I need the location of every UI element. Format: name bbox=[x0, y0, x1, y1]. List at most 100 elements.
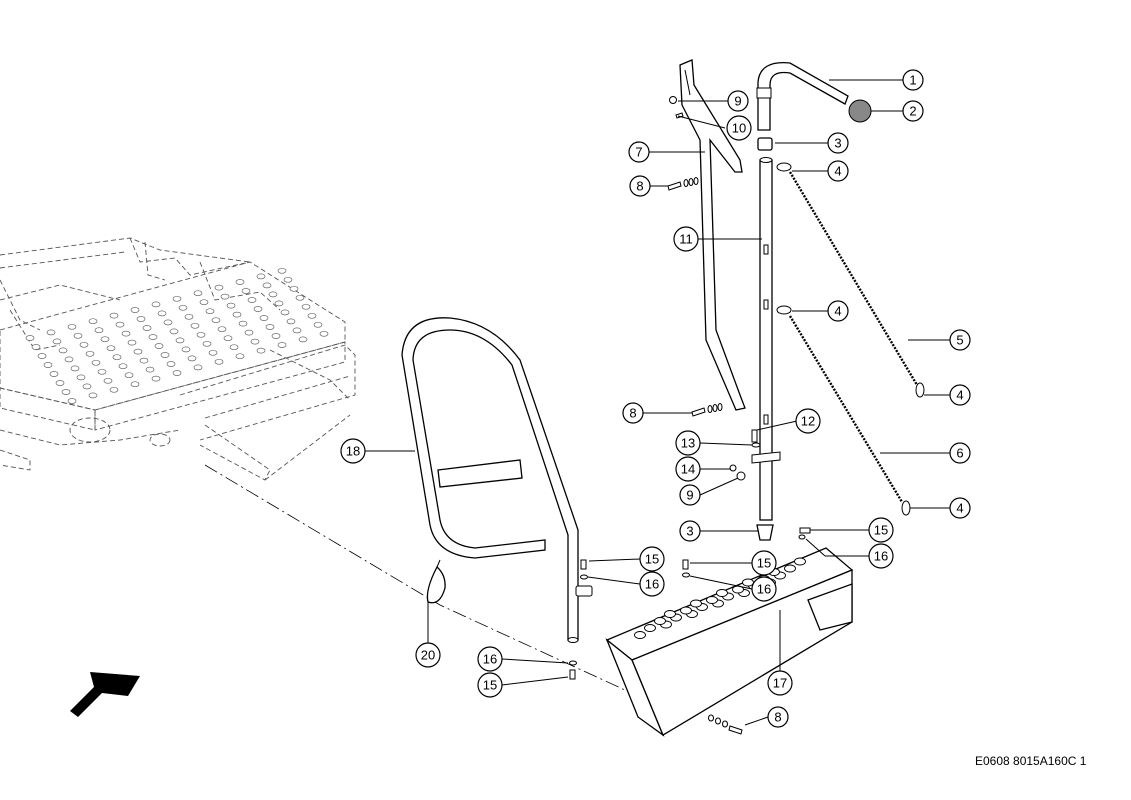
svg-text:8: 8 bbox=[629, 406, 636, 421]
ghost-deck-hole bbox=[187, 355, 197, 362]
ghost-deck-hole bbox=[313, 321, 323, 328]
ghost-deck-hole bbox=[244, 329, 254, 336]
step-hole bbox=[742, 578, 754, 587]
ghost-deck-holes bbox=[25, 267, 329, 404]
ghost-deck-hole bbox=[319, 330, 329, 337]
upright-tube bbox=[751, 157, 781, 521]
ghost-deck-hole bbox=[280, 309, 290, 316]
ghost-deck-hole bbox=[178, 304, 188, 311]
ghost-deck-hole bbox=[43, 362, 53, 368]
ghost-deck-hole bbox=[145, 366, 155, 373]
svg-text:11: 11 bbox=[679, 232, 693, 247]
ghost-deck-hole bbox=[217, 326, 227, 333]
plug-top bbox=[757, 137, 773, 151]
callout-10: 10 bbox=[726, 115, 752, 141]
ghost-deck-hole bbox=[118, 363, 128, 370]
assembly-axis-line bbox=[204, 464, 626, 691]
svg-text:6: 6 bbox=[956, 446, 963, 461]
callout-4-b: 4 bbox=[827, 300, 849, 322]
svg-text:15: 15 bbox=[645, 552, 659, 567]
svg-text:9: 9 bbox=[686, 488, 693, 503]
svg-text:20: 20 bbox=[421, 648, 435, 663]
step-hole bbox=[680, 606, 692, 615]
ghost-deck-hole bbox=[142, 325, 152, 331]
callout-8-top: 8 bbox=[629, 175, 651, 197]
ghost-deck-hole bbox=[73, 332, 83, 339]
ghost-deck-hole bbox=[133, 348, 143, 355]
callout-4-c: 4 bbox=[949, 384, 971, 406]
callout-12: 12 bbox=[795, 408, 821, 434]
callout-5: 5 bbox=[949, 329, 971, 351]
svg-text:4: 4 bbox=[834, 164, 841, 179]
ghost-deck-hole bbox=[112, 354, 122, 361]
ghost-deck-hole bbox=[55, 380, 65, 386]
ghost-deck-hole bbox=[172, 295, 182, 302]
ghost-deck-hole bbox=[274, 300, 284, 307]
hand-rail-loop bbox=[401, 317, 593, 643]
ghost-deck-hole bbox=[88, 318, 98, 325]
ghost-deck-hole bbox=[151, 375, 161, 382]
ghost-deck-hole bbox=[94, 327, 104, 334]
svg-text:17: 17 bbox=[773, 676, 787, 691]
ghost-deck-hole bbox=[301, 303, 311, 310]
ghost-deck-hole bbox=[136, 316, 146, 322]
callout-16-d: 16 bbox=[477, 646, 503, 672]
ghost-deck-hole bbox=[202, 340, 212, 347]
ghost-deck-hole bbox=[49, 371, 59, 377]
ghost-deck-hole bbox=[181, 346, 191, 353]
ghost-deck-hole bbox=[223, 335, 233, 342]
step-hole bbox=[716, 589, 728, 597]
ghost-deck-hole bbox=[226, 302, 236, 309]
ghost-deck-hole bbox=[193, 290, 203, 297]
ghost-deck-hole bbox=[235, 279, 245, 285]
ghost-deck-hole bbox=[64, 356, 74, 363]
svg-text:18: 18 bbox=[346, 444, 360, 459]
svg-text:16: 16 bbox=[757, 582, 771, 597]
ghost-deck-hole bbox=[229, 344, 239, 351]
callout-4-d: 4 bbox=[949, 497, 971, 519]
ghost-deck-hole bbox=[151, 301, 161, 308]
svg-text:15: 15 bbox=[874, 523, 888, 538]
ghost-deck-hole bbox=[70, 365, 80, 372]
callouts: 1 2 3 3 4 4 4 4 5 6 7 8 8 8 9 9 10 11 12… bbox=[340, 69, 971, 728]
ghost-deck-hole bbox=[166, 361, 176, 367]
ghost-deck-hole bbox=[283, 276, 293, 283]
ghost-deck-hole bbox=[115, 321, 125, 328]
ghost-deck-hole bbox=[79, 341, 89, 348]
ghost-deck-hole bbox=[154, 343, 164, 349]
ghost-deck-hole bbox=[214, 284, 224, 291]
leader-lines bbox=[365, 79, 950, 726]
callout-15-a: 15 bbox=[868, 517, 894, 543]
callout-16-b: 16 bbox=[639, 571, 665, 597]
svg-text:14: 14 bbox=[681, 462, 695, 477]
callout-8-middle: 8 bbox=[622, 402, 644, 424]
ghost-deck-hole bbox=[238, 320, 248, 327]
ghost-deck-hole bbox=[277, 267, 287, 274]
ghost-deck-hole bbox=[295, 294, 305, 301]
drawing-reference-code: E0608 8015A160C 1 bbox=[975, 754, 1087, 768]
ghost-deck-hole bbox=[205, 308, 215, 315]
ghost-deck-hole bbox=[256, 347, 266, 354]
callout-17: 17 bbox=[767, 670, 793, 696]
callout-15-c: 15 bbox=[751, 550, 777, 576]
ghost-deck-hole bbox=[193, 364, 203, 371]
ghost-deck-hole bbox=[124, 372, 134, 379]
svg-text:16: 16 bbox=[874, 549, 888, 564]
ghost-deck-hole bbox=[91, 359, 101, 366]
step-hole bbox=[794, 557, 806, 566]
svg-text:8: 8 bbox=[774, 710, 781, 725]
callout-7: 7 bbox=[628, 141, 650, 163]
callout-16-a: 16 bbox=[868, 543, 894, 569]
callout-20: 20 bbox=[415, 642, 441, 668]
ghost-deck-hole bbox=[37, 353, 47, 359]
svg-text:10: 10 bbox=[732, 121, 746, 136]
ghost-deck-hole bbox=[130, 381, 140, 388]
step-hole bbox=[690, 599, 702, 608]
ghost-deck-hole bbox=[121, 330, 131, 337]
ghost-deck-hole bbox=[208, 349, 218, 356]
ghost-deck-hole bbox=[211, 317, 221, 324]
svg-text:16: 16 bbox=[483, 652, 497, 667]
ghost-deck-hole bbox=[103, 377, 113, 384]
ghost-deck-hole bbox=[148, 334, 158, 340]
ghost-deck-hole bbox=[82, 383, 92, 390]
